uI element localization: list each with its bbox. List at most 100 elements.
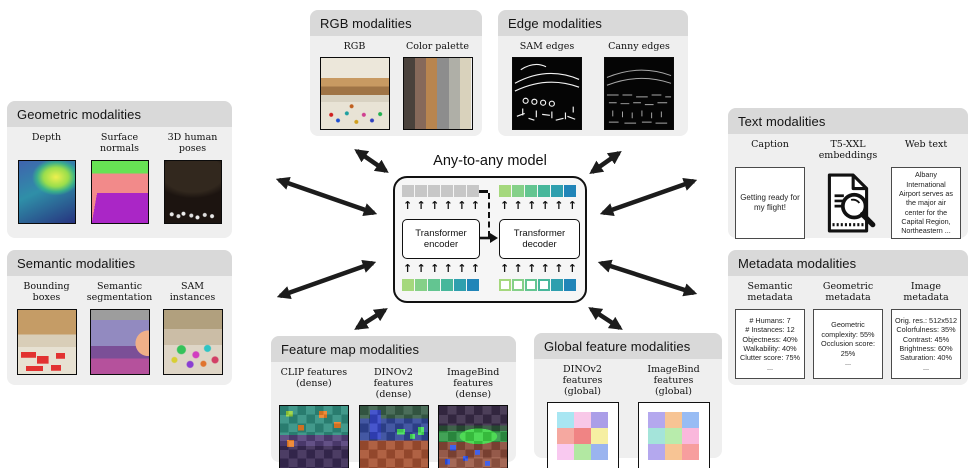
item-label: Canny edges xyxy=(608,41,670,52)
semantic-modalities-panel: Semantic modalities Bounding boxes Seman… xyxy=(7,250,232,385)
token xyxy=(564,279,576,291)
token xyxy=(454,185,466,197)
masked-token-dashed-line xyxy=(488,193,490,237)
edge-modalities-panel: Edge modalities SAM edges Canny xyxy=(498,10,688,136)
3d-human-poses-image xyxy=(163,160,222,224)
item-label: ImageBind features (dense) xyxy=(447,367,500,401)
item-label: SAM instances xyxy=(169,281,216,304)
panel-title: Metadata modalities xyxy=(728,250,968,276)
arrow-semantic-model xyxy=(276,260,377,299)
token xyxy=(564,185,576,197)
canny-edges-item: Canny edges xyxy=(593,39,685,130)
rgb-image xyxy=(319,57,390,130)
image-metadata-item: Image metadata Orig. res.: 512x512 Color… xyxy=(887,279,965,379)
decoder-bottom-tokens xyxy=(499,279,576,291)
panel-title: RGB modalities xyxy=(310,10,482,36)
depth-image xyxy=(17,160,76,224)
item-label: T5-XXL embeddings xyxy=(818,139,878,162)
image-metadata-text: Orig. res.: 512x512 Colorfulness: 35% Co… xyxy=(891,309,961,379)
item-label: CLIP features (dense) xyxy=(280,367,348,390)
token xyxy=(415,279,427,291)
clip-features-item: CLIP features (dense) xyxy=(274,365,354,468)
text-modalities-panel: Text modalities Caption Getting ready fo… xyxy=(728,108,968,239)
decoder-bottom-arrows: ↑↑↑↑↑↑ xyxy=(500,262,577,275)
token xyxy=(538,185,550,197)
color-palette-item: Color palette xyxy=(396,39,479,130)
imagebind-global-item: ImageBind features (global) xyxy=(628,362,719,468)
item-label: Semantic segmentation xyxy=(86,281,153,304)
poses-item: 3D human poses xyxy=(156,130,229,224)
arrow-featuremap-model xyxy=(354,308,388,330)
color-palette-image xyxy=(402,57,473,130)
sam-edges-sketch xyxy=(514,63,580,121)
decoder-up-arrows: ↑↑↑↑↑↑ xyxy=(500,199,577,212)
item-label: Web text xyxy=(904,139,948,150)
dinov2-global-item: DINOv2 features (global) xyxy=(537,362,628,468)
token xyxy=(538,279,550,291)
encoder-to-decoder-arrow xyxy=(480,231,499,250)
transformer-encoder-box: Transformer encoder xyxy=(402,219,480,259)
dinov2-features-image xyxy=(358,405,429,468)
metadata-modalities-panel: Metadata modalities Semantic metadata # … xyxy=(728,250,968,385)
token xyxy=(512,185,524,197)
transformer-decoder-box: Transformer decoder xyxy=(499,219,580,259)
model-title: Any-to-any model xyxy=(433,153,547,169)
token xyxy=(467,279,479,291)
canny-edges-sketch xyxy=(606,69,672,124)
semantic-segmentation-image xyxy=(89,309,150,375)
sam-edges-item: SAM edges xyxy=(501,39,593,130)
panel-title: Text modalities xyxy=(728,108,968,134)
token xyxy=(441,279,453,291)
t5-embeddings-item: T5-XXL embeddings xyxy=(809,137,887,239)
panel-title: Semantic modalities xyxy=(7,250,232,276)
rgb-item: RGB xyxy=(313,39,396,130)
item-label: 3D human poses xyxy=(167,132,218,155)
item-label: Color palette xyxy=(406,41,469,52)
canny-edges-image xyxy=(604,57,674,130)
caption-text: Getting ready for my flight! xyxy=(735,167,805,239)
item-label: Depth xyxy=(31,132,62,143)
token xyxy=(467,185,479,197)
bounding-boxes-image xyxy=(16,309,77,375)
web-text: Albany International Airport serves as t… xyxy=(891,167,961,239)
token xyxy=(428,279,440,291)
item-label: Semantic metadata xyxy=(747,281,793,304)
depth-item: Depth xyxy=(10,130,83,224)
arrow-text-model xyxy=(599,177,698,217)
document-search-icon xyxy=(827,173,876,233)
item-label: Caption xyxy=(751,139,789,150)
panel-title: Feature map modalities xyxy=(271,336,516,362)
surface-normals-image xyxy=(90,160,149,224)
arrow-globalfeat-model xyxy=(588,307,623,330)
imagebind-dense-item: ImageBind features (dense) xyxy=(433,365,513,468)
decoder-output-tokens xyxy=(499,185,576,197)
global-feature-modalities-panel: Global feature modalities DINOv2 feature… xyxy=(534,333,722,468)
caption-item: Caption Getting ready for my flight! xyxy=(731,137,809,239)
item-label: Image metadata xyxy=(903,281,949,304)
sam-instances-item: SAM instances xyxy=(156,279,229,375)
rgb-modalities-panel: RGB modalities RGB Color palette xyxy=(310,10,482,136)
encoder-input-tokens xyxy=(402,185,479,197)
sam-edges-image xyxy=(512,57,582,130)
item-label: DINOv2 features (global) xyxy=(562,364,603,398)
dinov2-dense-item: DINOv2 features (dense) xyxy=(354,365,434,468)
panel-title: Edge modalities xyxy=(498,10,688,36)
t5-document-magnifier-icon xyxy=(813,167,883,239)
panel-title: Global feature modalities xyxy=(534,333,722,359)
token xyxy=(499,279,511,291)
imagebind-global-image xyxy=(637,402,710,468)
panel-title: Geometric modalities xyxy=(7,101,232,127)
arrow-edge-model xyxy=(589,151,622,174)
mask-connector-dash xyxy=(479,190,488,193)
geometric-modalities-panel: Geometric modalities Depth Surface norma… xyxy=(7,101,232,238)
token xyxy=(402,279,414,291)
encoder-bottom-tokens xyxy=(402,279,479,291)
item-label: RGB xyxy=(343,41,366,52)
token xyxy=(525,279,537,291)
token xyxy=(512,279,524,291)
semantic-metadata-text: # Humans: 7 # Instances: 12 Objectness: … xyxy=(735,309,805,379)
item-label: Bounding boxes xyxy=(23,281,70,304)
web-text-item: Web text Albany International Airport se… xyxy=(887,137,965,239)
token xyxy=(441,185,453,197)
